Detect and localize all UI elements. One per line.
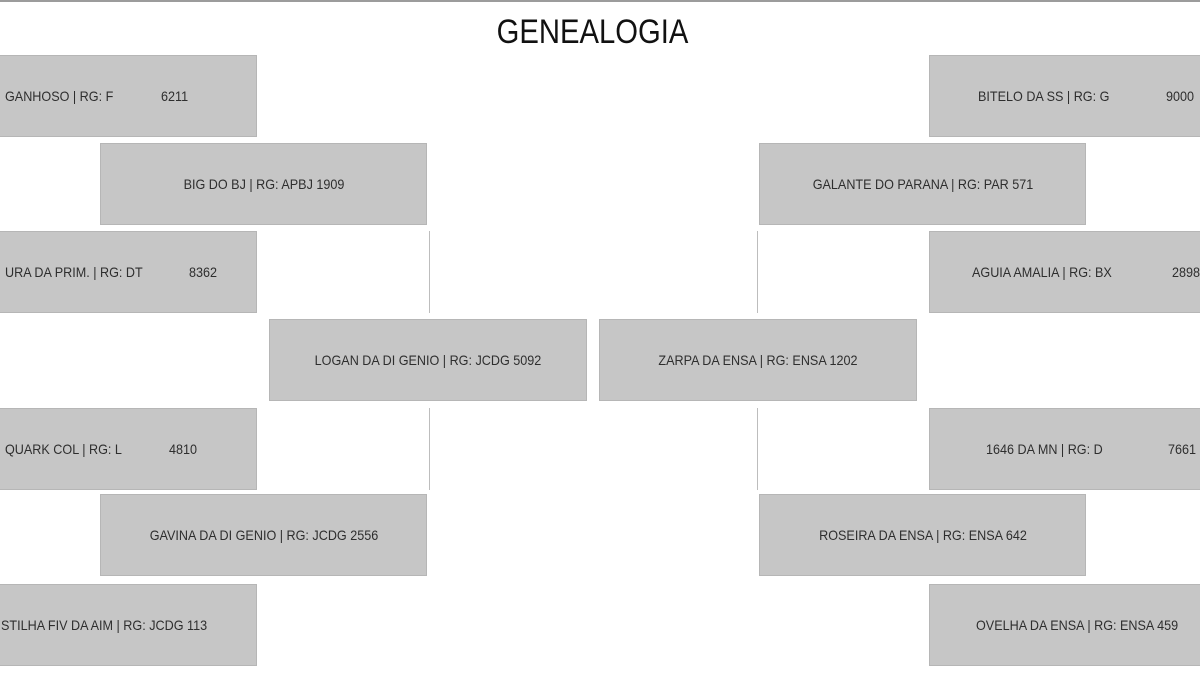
right-dam-node[interactable]: ROSEIRA DA ENSA | RG: ENSA 642 xyxy=(759,494,1086,576)
right-dam-dam-node[interactable]: OVELHA DA ENSA | RG: ENSA 459 xyxy=(929,584,1200,666)
left-dam-dam-node[interactable]: STILHA FIV DA AIM | RG: JCDG 113 xyxy=(0,584,257,666)
node-label: GALANTE DO PARANA | RG: PAR 571 xyxy=(812,176,1033,192)
left-sire-sire-node[interactable]: GANHOSO | RG: F 6211 xyxy=(0,55,257,137)
node-label: GAVINA DA DI GENIO | RG: JCDG 2556 xyxy=(149,527,378,543)
node-label: BITELO DA SS | RG: G xyxy=(978,88,1110,104)
left-sire-node[interactable]: BIG DO BJ | RG: APBJ 1909 xyxy=(100,143,427,225)
node-label: AGUIA AMALIA | RG: BX xyxy=(972,264,1112,280)
left-sire-dam-node[interactable]: URA DA PRIM. | RG: DT 8362 xyxy=(0,231,257,313)
node-number: 9000 xyxy=(1166,88,1195,104)
node-label: ZARPA DA ENSA | RG: ENSA 1202 xyxy=(658,352,858,368)
node-label: ROSEIRA DA ENSA | RG: ENSA 642 xyxy=(818,527,1027,543)
left-dam-sire-node[interactable]: QUARK COL | RG: L 4810 xyxy=(0,408,257,490)
node-number: 4810 xyxy=(169,441,198,457)
right-sire-node[interactable]: GALANTE DO PARANA | RG: PAR 571 xyxy=(759,143,1086,225)
node-label: BIG DO BJ | RG: APBJ 1909 xyxy=(183,176,344,192)
node-label: QUARK COL | RG: L xyxy=(5,441,122,457)
top-rule xyxy=(0,0,1200,2)
right-dam-sire-node[interactable]: 1646 DA MN | RG: D 7661 xyxy=(929,408,1200,490)
node-label: STILHA FIV DA AIM | RG: JCDG 113 xyxy=(1,617,208,633)
node-label: OVELHA DA ENSA | RG: ENSA 459 xyxy=(976,617,1179,633)
node-number: 7661 xyxy=(1168,441,1197,457)
left-subject-node[interactable]: LOGAN DA DI GENIO | RG: JCDG 5092 xyxy=(269,319,587,401)
node-label: GANHOSO | RG: F xyxy=(5,88,114,104)
node-number: 6211 xyxy=(161,88,189,104)
page-title: GENEALOGIA xyxy=(496,13,689,51)
left-upper-connector xyxy=(429,231,430,313)
node-label: URA DA PRIM. | RG: DT xyxy=(5,264,143,280)
right-lower-connector xyxy=(757,408,758,490)
left-dam-node[interactable]: GAVINA DA DI GENIO | RG: JCDG 2556 xyxy=(100,494,427,576)
right-sire-dam-node[interactable]: AGUIA AMALIA | RG: BX 2898 xyxy=(929,231,1200,313)
node-label: LOGAN DA DI GENIO | RG: JCDG 5092 xyxy=(314,352,542,368)
node-label: 1646 DA MN | RG: D xyxy=(986,441,1103,457)
node-number: 2898 xyxy=(1172,264,1200,280)
right-subject-node[interactable]: ZARPA DA ENSA | RG: ENSA 1202 xyxy=(599,319,917,401)
node-number: 8362 xyxy=(189,264,218,280)
right-sire-sire-node[interactable]: BITELO DA SS | RG: G 9000 xyxy=(929,55,1200,137)
right-upper-connector xyxy=(757,231,758,313)
left-lower-connector xyxy=(429,408,430,490)
